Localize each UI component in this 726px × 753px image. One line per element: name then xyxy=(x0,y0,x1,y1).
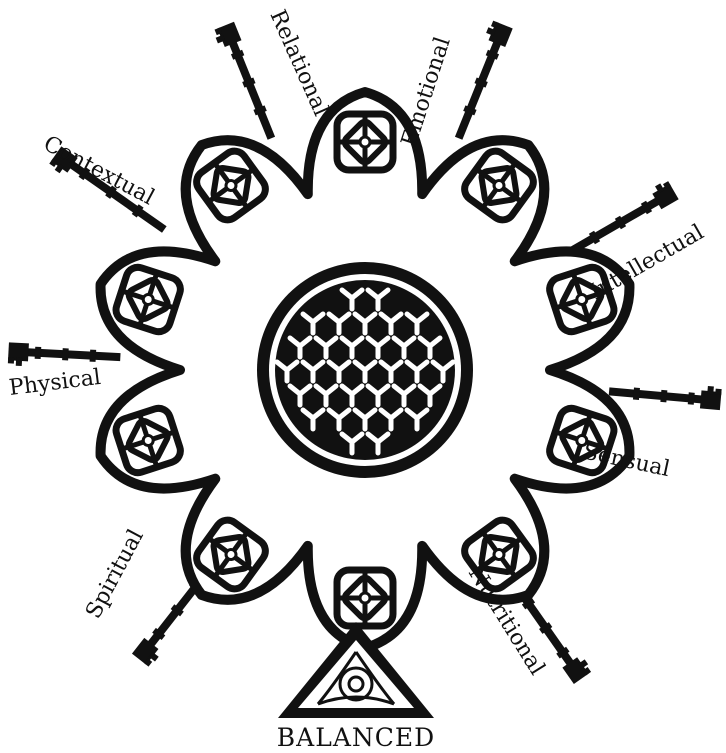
balanced-emblem xyxy=(278,622,434,718)
key-icon xyxy=(213,22,280,144)
key-icon xyxy=(8,342,121,371)
label-emotional: Emotional xyxy=(397,34,456,150)
key-icon xyxy=(446,20,513,142)
label-balanced: BALANCED xyxy=(277,723,435,752)
center-medallion xyxy=(257,262,473,478)
label-spiritual: Spiritual xyxy=(81,526,149,623)
key-icon xyxy=(608,377,722,410)
label-physical: Physical xyxy=(8,365,103,401)
label-relational: Relational xyxy=(265,6,334,120)
